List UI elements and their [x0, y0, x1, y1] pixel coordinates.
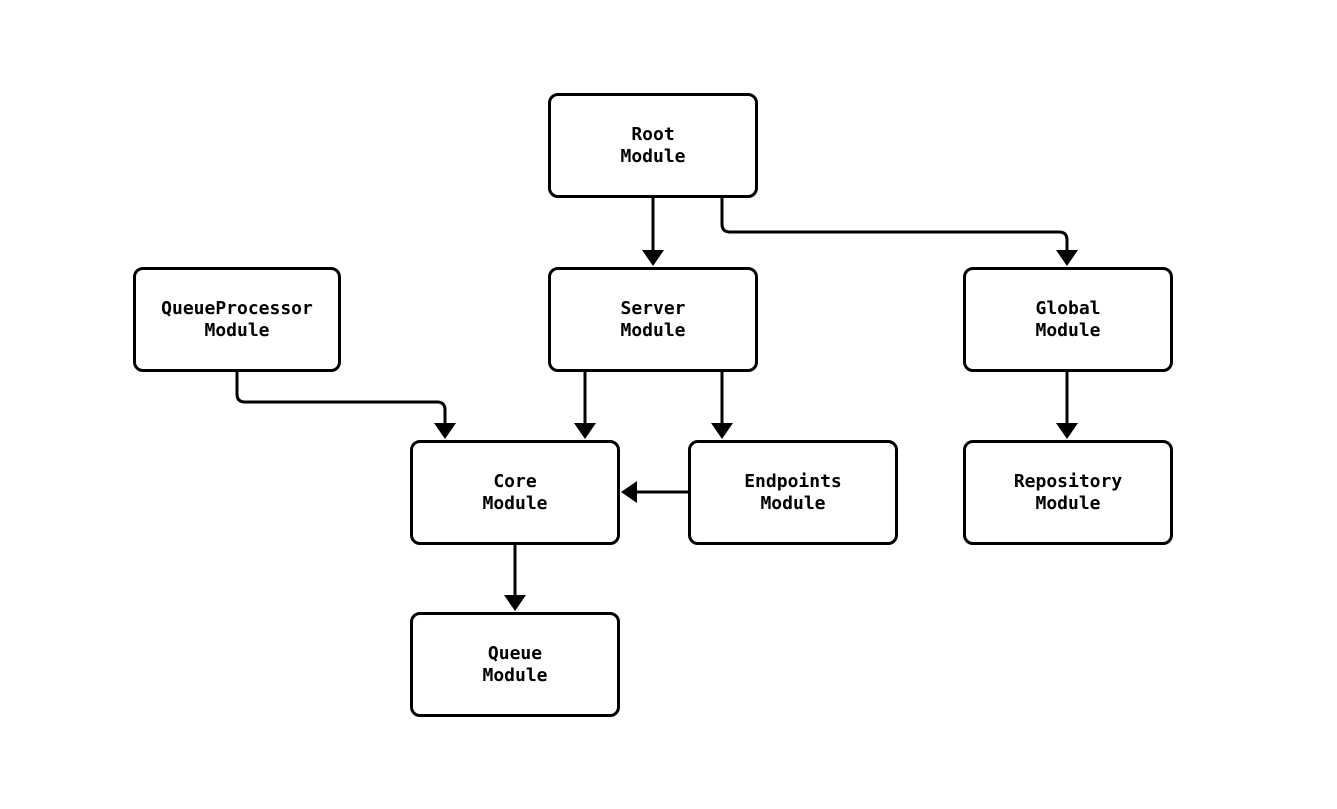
- node-root-module: Root Module: [548, 93, 758, 198]
- node-endpoints-module: Endpoints Module: [688, 440, 898, 545]
- node-queueprocessor-module: QueueProcessor Module: [133, 267, 341, 372]
- node-root-module-label: Root Module: [620, 123, 686, 167]
- node-endpoints-module-label: Endpoints Module: [744, 470, 842, 514]
- node-global-module-label: Global Module: [1035, 297, 1101, 341]
- node-queue-module-label: Queue Module: [482, 642, 548, 686]
- edge-root-to-global: [720, 196, 1078, 266]
- edge-endpoints-to-core: [621, 481, 690, 503]
- node-core-module: Core Module: [410, 440, 620, 545]
- edge-core-to-queue: [504, 543, 526, 611]
- node-repository-module-label: Repository Module: [1013, 470, 1123, 514]
- edge-global-to-repository: [1056, 370, 1078, 439]
- node-queueprocessor-module-label: QueueProcessor Module: [161, 297, 313, 341]
- node-queue-module: Queue Module: [410, 612, 620, 717]
- edge-server-to-core: [574, 370, 596, 439]
- edge-queueprocessor-to-core: [235, 370, 456, 439]
- node-server-module-label: Server Module: [620, 297, 686, 341]
- node-core-module-label: Core Module: [482, 470, 548, 514]
- edge-server-to-endpoints: [711, 370, 733, 439]
- node-global-module: Global Module: [963, 267, 1173, 372]
- node-repository-module: Repository Module: [963, 440, 1173, 545]
- node-server-module: Server Module: [548, 267, 758, 372]
- edge-root-to-server: [642, 196, 664, 266]
